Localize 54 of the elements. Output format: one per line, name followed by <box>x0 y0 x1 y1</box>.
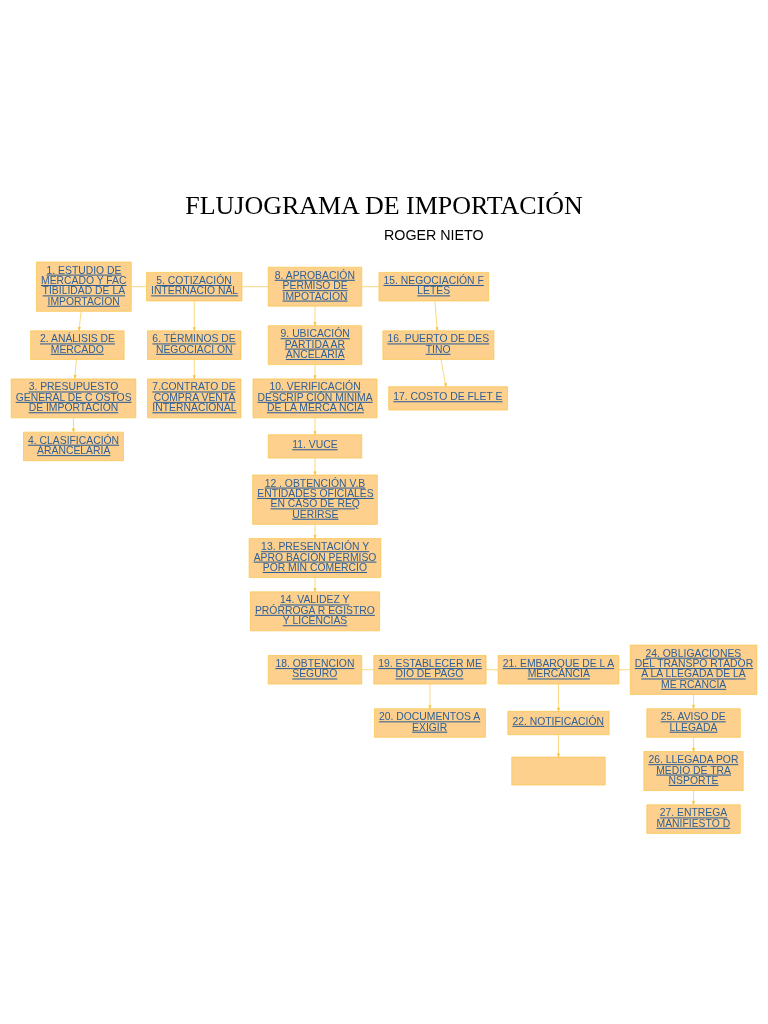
node-box: 27. ENTREGA MANIFIESTO D <box>646 804 741 834</box>
node-box: 7.CONTRATO DE COMPRA VENTA INTERNACIONAL <box>147 378 242 419</box>
connector <box>618 669 631 671</box>
arrow <box>73 359 77 380</box>
node-box: 22. NOTIFICACIÓN <box>507 711 610 736</box>
arrow <box>313 417 317 435</box>
node-box: 15. NEGOCIACIÓN F LETES <box>378 272 490 302</box>
node-box: 14. VALIDEZ Y PRÓRROGA R EGISTRO Y LICENCIAS <box>250 591 380 632</box>
diagram-title: FLUJOGRAMA DE IMPORTACIÓN <box>185 190 583 220</box>
arrow <box>72 417 75 433</box>
arrow <box>313 458 317 476</box>
connector <box>361 286 380 287</box>
node-box: 16. PUERTO DE DES TINO <box>382 330 495 360</box>
node-box: 8. APROBACIÓN PERMISO DE IMPOTACION <box>267 266 363 307</box>
arrow <box>313 306 317 326</box>
arrow <box>192 300 196 332</box>
arrow <box>313 364 317 380</box>
node-box: 13. PRESENTACIÓN Y APRO BACIÓN PERMISO POR MIN COMERCIO <box>248 538 382 578</box>
node-box: 9. UBICACIÓN PARTIDA AR ANCELARIA <box>267 325 363 365</box>
connector <box>485 669 499 671</box>
node-box: 20. DOCUMENTOS A EXIGIR <box>374 708 486 738</box>
arrow <box>313 524 317 539</box>
arrow <box>434 300 439 332</box>
node-box: 1. ESTUDIO DE MERCADO Y FAC TIBILIDAD DE LA IMPORTACION <box>36 261 132 312</box>
arrow <box>192 359 196 380</box>
arrow <box>692 694 695 709</box>
node-box: 4. CLASIFICACIÓN ARANCELARIA <box>23 431 124 462</box>
node-box: 18. OBTENCION SEGURO <box>267 655 363 685</box>
arrow <box>557 734 560 758</box>
node-box: 2. ANÁLISIS DE MERCADO <box>30 330 125 360</box>
arrow <box>557 683 560 712</box>
node-box: 17. COSTO DE FLET E <box>388 386 508 411</box>
arrow <box>428 683 432 709</box>
node-box: 19. ESTABLECER ME DIO DE PAGO <box>373 655 487 685</box>
connector <box>361 669 374 671</box>
label: ROGER NIETO <box>384 226 484 243</box>
node-box: 25. AVISO DE LLEGADA <box>646 708 741 738</box>
node-box: 11. VUCE <box>267 434 363 459</box>
node-box: 21. EMBARQUE DE L A MERCANCIA <box>497 655 620 685</box>
node-box: 3. PRESUPUESTO GENERAL DE C OSTOS DE IMPORTACION <box>10 378 137 419</box>
arrow <box>77 311 82 332</box>
arrow <box>692 790 695 805</box>
arrow <box>692 737 695 752</box>
node-box: 10. VERIFICACIÓN DESCRIP CIÓN MINIMA DE LA MERCA NCIA <box>252 378 378 419</box>
node-box: 26. LLEGADA POR MEDIO DE TRA NSPORTE <box>643 751 744 791</box>
node-box: 24. OBLIGACIONES DEL TRANSPO RTADOR A LA LLEGADA DE LA ME RCANCÍA <box>629 644 758 695</box>
node-box <box>511 756 606 786</box>
node-box: 12 . OBTENCIÓN V.B ENTIDADES OFICIALES EN CASO DE REQ UERIRSE <box>252 474 378 525</box>
node-box: 5. COTIZACIÓN INTERNACIO NAL <box>146 272 243 302</box>
connector <box>241 286 269 287</box>
node-box: 6. TÉRMINOS DE NEGOCIACI ON <box>147 330 242 360</box>
arrow <box>313 577 317 593</box>
arrow <box>440 359 447 387</box>
connector <box>130 286 147 287</box>
